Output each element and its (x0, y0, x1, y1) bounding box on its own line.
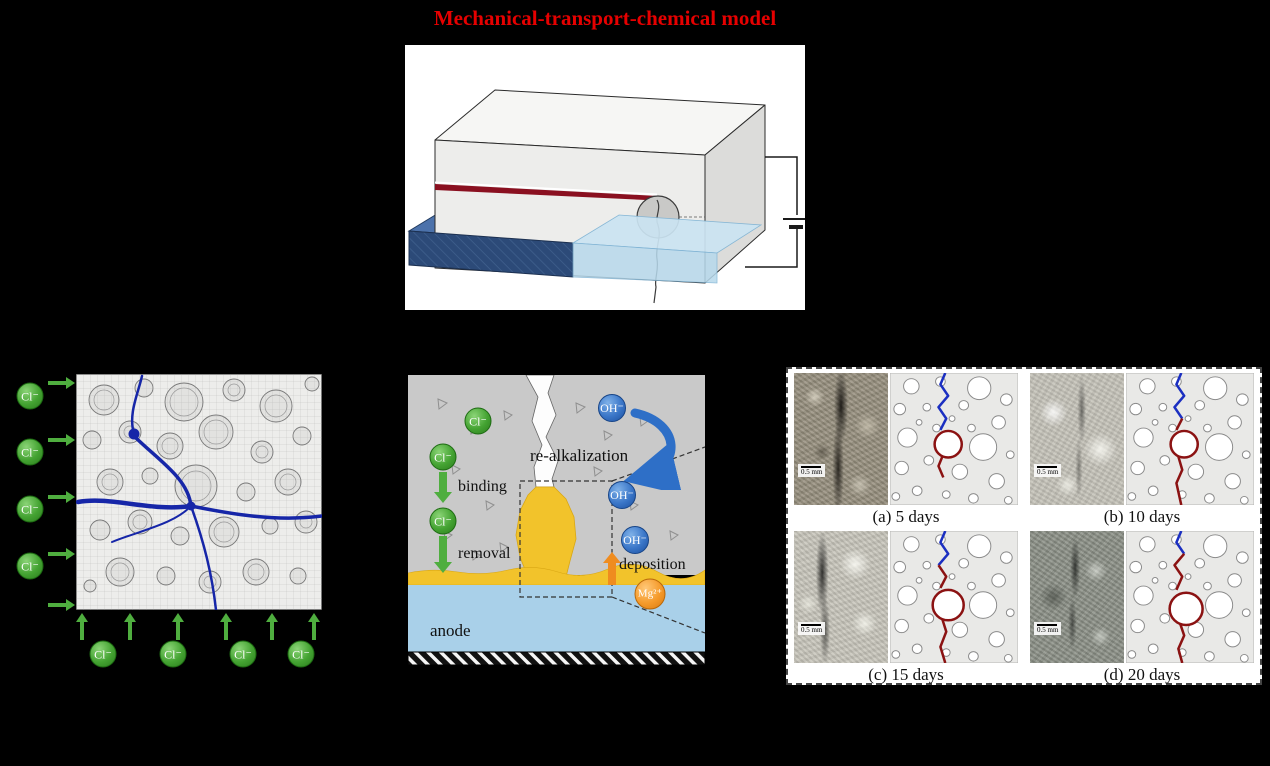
chloride-ion: Cl⁻ (287, 640, 315, 668)
hydroxide-ion: OH⁻ (608, 481, 636, 509)
hydroxide-ion: OH⁻ (598, 394, 626, 422)
result-cell-c: 0.5 mm (c) 15 days (788, 527, 1024, 685)
result-images-c: 0.5 mm (794, 531, 1018, 663)
scale-bar-line (1037, 466, 1057, 468)
chloride-flux-arrow-up (124, 613, 136, 640)
scale-bar-label: 0.5 mm (1037, 626, 1059, 634)
re-alkalization-label: re-alkalization (530, 446, 629, 465)
chloride-flux-arrow-right (48, 599, 75, 611)
chloride-flux-arrow-right (48, 491, 75, 503)
crack-network (76, 374, 322, 610)
scale-bar: 0.5 mm (1034, 464, 1062, 477)
removal-label: removal (458, 545, 511, 562)
scale-bar-label: 0.5 mm (1037, 468, 1059, 476)
mesh-grid-overlay (76, 374, 322, 610)
simulation-a (890, 373, 1018, 505)
binding-label: binding (458, 478, 507, 495)
chloride-flux-arrow-up (308, 613, 320, 640)
result-images-b: 0.5 mm (1030, 373, 1254, 505)
chloride-flux-arrow-right (48, 434, 75, 446)
scale-bar-label: 0.5 mm (801, 468, 823, 476)
chloride-flux-arrow-up (266, 613, 278, 640)
process-panel: Cl⁻ Cl⁻ Cl⁻ OH⁻ OH⁻ OH⁻ Mg²⁺ binding rem… (408, 375, 705, 665)
specimen-photo-b: 0.5 mm (1030, 373, 1124, 505)
electrode-hatch-bar (408, 651, 705, 665)
circuit-wire-bottom (745, 229, 798, 268)
scale-bar-line (1037, 624, 1057, 626)
deposition-arrow (603, 552, 621, 585)
panel-caption-a: (a) 5 days (872, 507, 940, 526)
panel-caption-d: (d) 20 days (1103, 665, 1181, 684)
simulation-d (1126, 531, 1254, 663)
simulation-b (1126, 373, 1254, 505)
scale-bar: 0.5 mm (1034, 622, 1062, 635)
crack-gap-highlight (434, 181, 658, 196)
figure-title: Mechanical-transport-chemical model (433, 6, 777, 30)
main-crack-line (435, 184, 657, 201)
electrical-circuit (745, 156, 805, 268)
fem-mesh-panel (76, 374, 322, 610)
result-images-d: 0.5 mm (1030, 531, 1254, 663)
process-panel-graphics (408, 375, 705, 665)
apparatus-illustration (405, 45, 805, 310)
chloride-ion: Cl⁻ (229, 640, 257, 668)
chloride-ion: Cl⁻ (429, 443, 457, 471)
result-cell-b: 0.5 mm (b) 10 days (1024, 369, 1260, 527)
circuit-wire-top (765, 156, 798, 215)
electrolyte-liquid (571, 214, 763, 284)
simulation-c (890, 531, 1018, 663)
liquid-front (572, 242, 718, 284)
scale-bar-line (801, 466, 821, 468)
chloride-ion: Cl⁻ (159, 640, 187, 668)
scale-bar: 0.5 mm (798, 622, 826, 635)
deposit-region (515, 486, 577, 578)
chloride-ion: Cl⁻ (16, 382, 44, 410)
chloride-flux-arrow-up (76, 613, 88, 640)
specimen-photo-c: 0.5 mm (794, 531, 888, 663)
chloride-ion: Cl⁻ (89, 640, 117, 668)
hydroxide-ion: OH⁻ (621, 526, 649, 554)
chloride-flux-arrow-right (48, 377, 75, 389)
specimen-photo-a: 0.5 mm (794, 373, 888, 505)
re-alkalization-arrow (623, 408, 683, 490)
deposition-label: deposition (619, 556, 686, 573)
scale-bar-line (801, 624, 821, 626)
panel-caption-b: (b) 10 days (1103, 507, 1181, 526)
removal-arrow (434, 536, 452, 573)
result-images-a: 0.5 mm (794, 373, 1018, 505)
chloride-flux-arrow-up (172, 613, 184, 640)
chloride-ion: Cl⁻ (464, 407, 492, 435)
scale-bar-label: 0.5 mm (801, 626, 823, 634)
result-cell-d: 0.5 mm (d) 20 days (1024, 527, 1260, 685)
zoom-dashed-line-bottom (611, 596, 705, 634)
result-cell-a: 0.5 mm (a) 5 days (788, 369, 1024, 527)
chloride-flux-arrow-right (48, 548, 75, 560)
deposit-layer (408, 563, 705, 586)
chloride-ion: Cl⁻ (16, 495, 44, 523)
scale-bar: 0.5 mm (798, 464, 826, 477)
chloride-flux-arrow-up (220, 613, 232, 640)
results-panel: 0.5 mm (a) 5 days 0.5 mm (786, 367, 1262, 685)
magnesium-ion: Mg²⁺ (634, 578, 666, 610)
chloride-ion: Cl⁻ (429, 507, 457, 535)
panel-caption-c: (c) 15 days (868, 665, 944, 684)
binding-arrow (434, 472, 452, 503)
specimen-photo-d: 0.5 mm (1030, 531, 1124, 663)
chloride-ion: Cl⁻ (16, 438, 44, 466)
chloride-ion: Cl⁻ (16, 552, 44, 580)
crack-void (525, 375, 559, 488)
anode-label: anode (430, 621, 471, 640)
